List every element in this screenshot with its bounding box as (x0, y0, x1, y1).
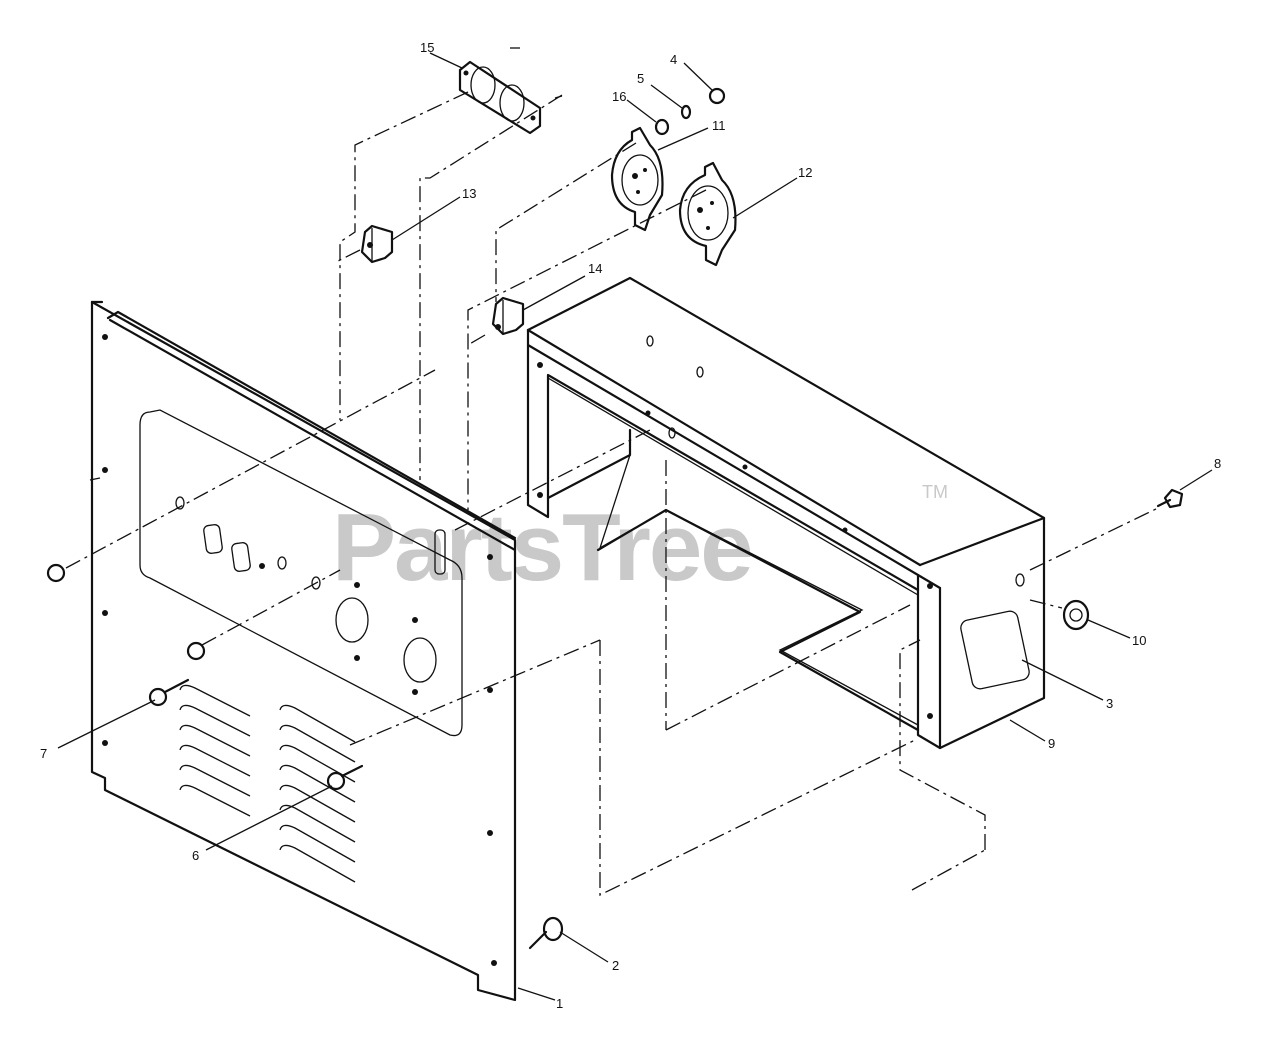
outlet-11 (610, 126, 664, 232)
bolt-8 (1156, 488, 1184, 509)
control-box (526, 276, 1046, 750)
callout-16: 16 (612, 89, 626, 104)
outlet-12 (678, 161, 737, 267)
watermark: PartsTree TM (332, 482, 948, 601)
assembly-lines (65, 47, 1159, 897)
callout-13: 13 (462, 186, 476, 201)
switch-14 (491, 296, 525, 336)
watermark-text: PartsTree (332, 494, 752, 601)
lockwasher-16 (654, 118, 670, 136)
callout-4: 4 (670, 52, 677, 67)
callout-9: 9 (1048, 736, 1055, 751)
switch-13 (360, 224, 394, 264)
grommet-left (46, 563, 66, 583)
callout-labels: 15 4 5 16 11 12 13 14 8 10 3 9 7 6 2 1 (40, 40, 1221, 1011)
callout-11: 11 (712, 118, 726, 133)
grommet-front (186, 641, 206, 661)
bushing-10 (1062, 599, 1090, 631)
screw-7 (148, 678, 190, 707)
callout-7: 7 (40, 746, 47, 761)
callout-12: 12 (798, 165, 812, 180)
watermark-trademark: TM (922, 482, 948, 502)
callout-14: 14 (588, 261, 602, 276)
callout-3: 3 (1106, 696, 1113, 711)
callout-15: 15 (420, 40, 434, 55)
screw-6 (326, 764, 364, 791)
nut-4 (708, 87, 726, 105)
washer-5 (680, 104, 692, 120)
callout-1: 1 (556, 996, 563, 1011)
callout-5: 5 (637, 71, 644, 86)
front-panel (90, 300, 517, 1002)
bolt-2 (528, 916, 564, 950)
callout-2: 2 (612, 958, 619, 973)
callout-8: 8 (1214, 456, 1221, 471)
leader-lines (57, 52, 1213, 1001)
callout-6: 6 (192, 848, 199, 863)
callout-10: 10 (1132, 633, 1146, 648)
outlet-15 (458, 60, 542, 135)
